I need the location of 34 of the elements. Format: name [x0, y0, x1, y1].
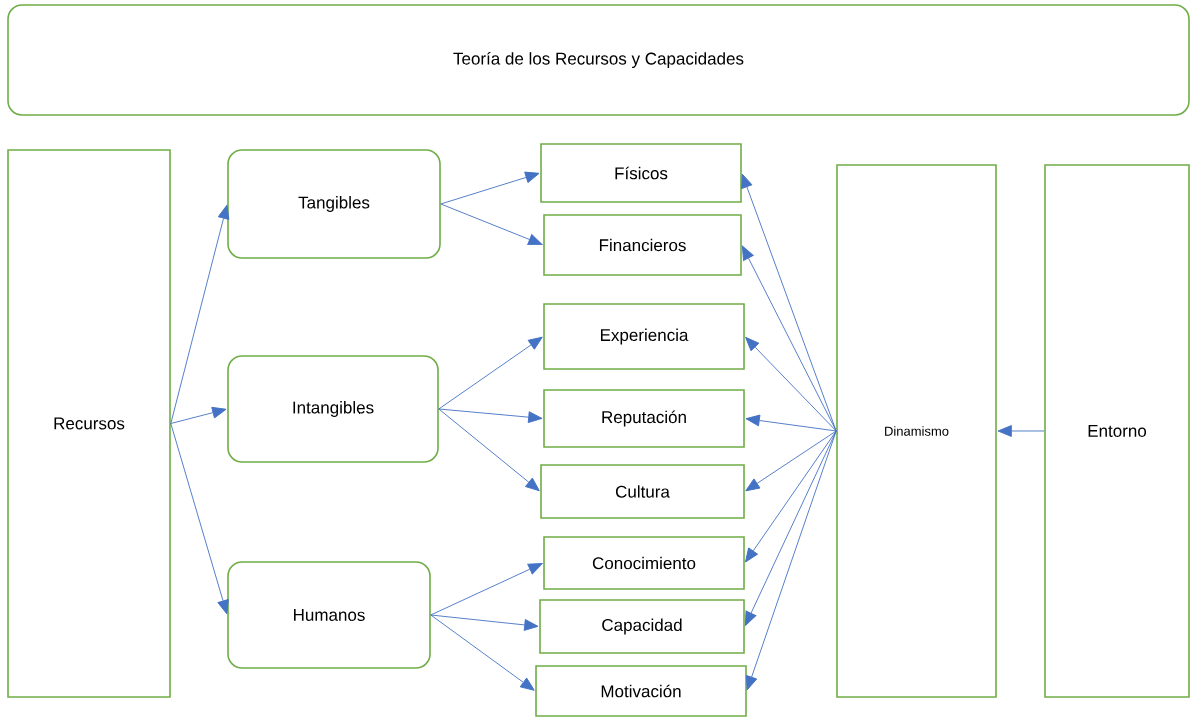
title-box: Teoría de los Recursos y Capacidades — [7, 4, 1190, 116]
rounded-box: Intangibles — [227, 355, 439, 463]
arrow — [430, 614, 539, 631]
arrow — [440, 203, 543, 246]
category-box: Recursos — [7, 149, 171, 698]
item-box: Experiencia — [543, 303, 745, 370]
arrow — [170, 406, 227, 424]
arrow — [745, 414, 837, 432]
item-box: Conocimiento — [543, 536, 745, 590]
arrow — [745, 430, 837, 492]
arrow — [745, 430, 837, 691]
item-box: Reputación — [543, 389, 745, 448]
arrow — [170, 204, 230, 424]
arrow — [745, 336, 837, 432]
arrow — [744, 430, 837, 626]
item-box: Cultura — [540, 464, 745, 519]
item-box: Motivación — [535, 665, 747, 717]
category-box: Dinamismo — [836, 164, 997, 698]
arrow — [438, 408, 543, 424]
item-box: Financieros — [543, 214, 742, 276]
arrow — [438, 336, 543, 410]
arrow — [438, 408, 540, 492]
category-box: Entorno — [1044, 164, 1190, 698]
item-box: Físicos — [540, 143, 742, 203]
arrow — [430, 563, 543, 616]
arrow — [170, 423, 229, 615]
rounded-box: Humanos — [227, 561, 431, 669]
item-box: Capacidad — [539, 599, 745, 654]
arrow — [440, 171, 540, 205]
arrow — [997, 425, 1045, 437]
arrow — [430, 614, 535, 691]
arrow — [745, 430, 837, 563]
arrow — [741, 245, 837, 432]
rounded-box: Tangibles — [227, 149, 441, 259]
